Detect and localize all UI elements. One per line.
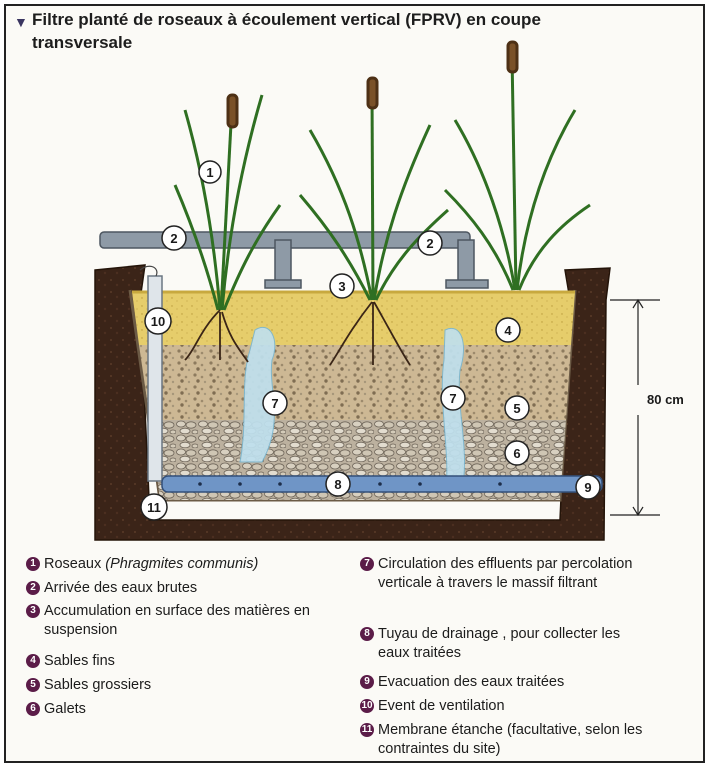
legend-text: Circulation des effluents par percolatio… <box>378 555 688 593</box>
depth-dimension <box>610 300 660 515</box>
depth-label: 80 cm <box>647 392 684 407</box>
drainage-pipe <box>162 476 602 492</box>
legend-bullet: 9 <box>360 675 374 689</box>
legend-bullet: 2 <box>26 581 40 595</box>
callout-4: 4 <box>496 318 520 342</box>
callout-8: 8 <box>326 472 350 496</box>
svg-text:5: 5 <box>513 401 520 416</box>
svg-text:3: 3 <box>338 279 345 294</box>
callout-5: 5 <box>505 396 529 420</box>
callout-10: 10 <box>145 308 171 334</box>
legend: 1 Roseaux (Phragmites communis) 2 Arrivé… <box>26 555 686 755</box>
legend-text: Event de ventilation <box>378 697 678 716</box>
callout-7-left: 7 <box>263 391 287 415</box>
legend-bullet: 5 <box>26 678 40 692</box>
legend-text: Arrivée des eaux brutes <box>44 579 344 598</box>
legend-bullet: 8 <box>360 627 374 641</box>
legend-text: Evacuation des eaux traitées <box>378 673 678 692</box>
callout-2-left: 2 <box>162 226 186 250</box>
legend-text: Membrane étanche (facultative, selon les… <box>378 721 698 759</box>
svg-text:7: 7 <box>271 396 278 411</box>
svg-text:1: 1 <box>206 165 213 180</box>
svg-text:6: 6 <box>513 446 520 461</box>
svg-text:4: 4 <box>504 323 512 338</box>
svg-text:10: 10 <box>151 314 165 329</box>
callout-9: 9 <box>576 475 600 499</box>
legend-bullet: 11 <box>360 723 374 737</box>
callout-7-right: 7 <box>441 386 465 410</box>
callout-2-right: 2 <box>418 231 442 255</box>
callout-1: 1 <box>199 161 221 183</box>
legend-bullet: 7 <box>360 557 374 571</box>
legend-bullet: 3 <box>26 604 40 618</box>
legend-bullet: 6 <box>26 702 40 716</box>
callout-11: 11 <box>141 494 167 520</box>
callout-3: 3 <box>330 274 354 298</box>
legend-text: Galets <box>44 700 344 719</box>
legend-bullet: 4 <box>26 654 40 668</box>
svg-text:9: 9 <box>584 480 591 495</box>
svg-text:11: 11 <box>147 500 161 515</box>
legend-text: Tuyau de drainage , pour collecter les e… <box>378 625 648 663</box>
svg-text:8: 8 <box>334 477 341 492</box>
svg-text:7: 7 <box>449 391 456 406</box>
legend-text: Sables fins <box>44 652 344 671</box>
legend-text: Sables grossiers <box>44 676 344 695</box>
legend-bullet: 1 <box>26 557 40 571</box>
legend-bullet: 10 <box>360 699 374 713</box>
callout-6: 6 <box>505 441 529 465</box>
legend-text: Accumulation en surface des matières en … <box>44 602 324 640</box>
svg-text:2: 2 <box>170 231 177 246</box>
legend-text: Roseaux (Phragmites communis) <box>44 555 344 574</box>
svg-text:2: 2 <box>426 236 433 251</box>
